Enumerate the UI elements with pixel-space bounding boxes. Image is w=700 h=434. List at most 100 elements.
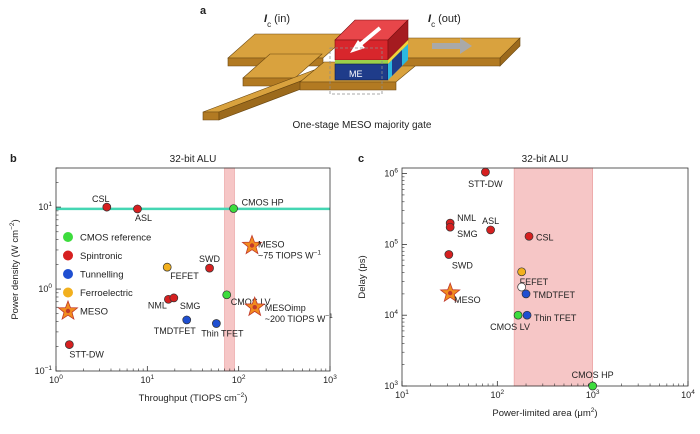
point-cmos-hp xyxy=(229,204,238,213)
legend-marker-spintronic xyxy=(63,250,73,261)
x-tick-label: 103 xyxy=(323,374,337,385)
point-tmdtfet xyxy=(521,289,531,299)
point-label-tmdtfet: TMDTFET xyxy=(154,326,196,336)
star-center-mesoimp xyxy=(252,305,257,310)
x-tick-label: 102 xyxy=(491,389,505,400)
point-unlabeled xyxy=(517,282,527,292)
highlight-band xyxy=(224,167,235,372)
panel-a-caption: One-stage MESO majority gate xyxy=(293,120,432,131)
panel-a: a xyxy=(200,5,521,131)
point-label-asl: ASL xyxy=(482,216,499,226)
point-csl xyxy=(102,202,112,212)
point-cmos-lv xyxy=(222,290,232,300)
x-tick-label: 102 xyxy=(232,374,246,385)
legend-label-spintronic: Spintronic xyxy=(80,251,122,262)
y-tick-label: 105 xyxy=(384,238,398,249)
y-tick-label: 100 xyxy=(38,283,52,294)
y-tick-label: 104 xyxy=(384,309,398,320)
x-tick-label: 104 xyxy=(681,389,695,400)
x-tick-label: 101 xyxy=(141,374,155,385)
point-fefet xyxy=(162,262,172,272)
ic-in-label: Ic (in) xyxy=(264,13,290,29)
point-label-fefet: FEFET xyxy=(170,271,199,281)
point-label-thin-tfet: Thin TFET xyxy=(201,328,244,338)
plot-frame xyxy=(55,167,331,372)
point-stt-dw xyxy=(64,340,74,349)
chart-title: 32-bit ALU xyxy=(522,154,569,165)
point-label-swd: SWD xyxy=(199,254,220,264)
legend-marker-cmos-reference xyxy=(63,232,73,242)
point-label-stt-dw: STT-DW xyxy=(468,179,503,189)
plot-frame xyxy=(401,167,689,387)
chart-title: 32-bit ALU xyxy=(170,154,217,165)
panel-c-label: c xyxy=(358,153,364,165)
x-axis-label: Throughput (TIOPS cm−2) xyxy=(139,392,248,404)
panel-b-label: b xyxy=(10,153,17,165)
point-smg xyxy=(169,293,179,303)
zoom-box xyxy=(329,47,383,95)
legend-label-tunnelling: Tunnelling xyxy=(80,270,123,281)
point-fefet xyxy=(517,267,527,277)
legend-label-cmos-reference: CMOS reference xyxy=(80,233,151,244)
y-axis-label: Power density (W cm−2) xyxy=(9,219,21,319)
me-label: ME xyxy=(349,69,363,79)
point-cmos-hp xyxy=(588,381,598,391)
point-stt-dw xyxy=(481,167,490,177)
legend-marker-ferroelectric xyxy=(63,287,73,298)
point-label-cmos-hp: CMOS HP xyxy=(242,198,284,208)
point-thin-tfet xyxy=(522,310,532,320)
x-tick-label: 101 xyxy=(395,389,409,400)
x-tick-label: 103 xyxy=(586,389,600,400)
legend-b: CMOS referenceSpintronicTunnellingFerroe… xyxy=(57,232,151,321)
point-swd xyxy=(444,250,454,259)
point-label-cmos-lv: CMOS LV xyxy=(490,322,530,332)
point-label-swd: SWD xyxy=(452,261,473,271)
point-label-nml: NML xyxy=(457,213,476,223)
wire-output xyxy=(379,37,521,67)
highlight-band xyxy=(513,167,593,387)
point-csl xyxy=(524,231,534,241)
point-asl xyxy=(486,225,495,235)
legend-label-ferroelectric: Ferroelectric xyxy=(80,288,133,299)
point-label-smg: SMG xyxy=(180,301,201,311)
y-tick-label: 106 xyxy=(384,168,398,179)
point-label-asl: ASL xyxy=(135,213,152,223)
x-axis-label: Power-limited area (μm2) xyxy=(492,407,597,419)
x-tick-label: 100 xyxy=(49,374,63,385)
ic-out-label: Ic (out) xyxy=(428,13,461,29)
point-label-cmos-lv: CMOS LV xyxy=(231,297,271,307)
chart-c: c 32-bit ALU 101 102 103 104 103 104 105 106Power… xyxy=(357,153,695,419)
y-tick-label: 101 xyxy=(38,201,52,212)
point-label-tmdtfet: TMDTFET xyxy=(533,290,575,300)
y-tick-label: 10−1 xyxy=(35,365,53,376)
point-cmos-lv xyxy=(513,310,523,320)
star-label-meso: MESO~75 TIOPS W−1 xyxy=(258,239,321,260)
point-label-csl: CSL xyxy=(92,194,110,204)
point-label-fefet: FEFET xyxy=(520,277,549,287)
star-label-mesoimp: MESOimp~200 TIOPS W−1 xyxy=(265,303,333,324)
output-current-arrow xyxy=(432,38,472,54)
y-axis-label: Delay (ps) xyxy=(357,255,368,298)
point-label-cmos-hp: CMOS HP xyxy=(572,370,614,380)
star-label-meso: MESO xyxy=(454,295,481,305)
point-tmdtfet xyxy=(182,315,192,325)
point-asl xyxy=(133,204,142,214)
legend-label-meso: MESO xyxy=(80,307,108,318)
y-tick-label: 103 xyxy=(384,380,398,391)
point-smg xyxy=(445,222,455,232)
point-swd xyxy=(205,263,214,273)
input-current-arrow xyxy=(350,26,382,53)
point-label-thin-tfet: Thin TFET xyxy=(534,313,577,323)
meso-magnet-stack: ME xyxy=(334,19,409,81)
point-label-stt-dw: STT-DW xyxy=(69,350,104,360)
star-center-meso xyxy=(447,290,453,296)
star-center-meso xyxy=(249,243,255,248)
point-thin-tfet xyxy=(212,319,221,328)
point-label-smg: SMG xyxy=(457,229,478,239)
legend-star-center xyxy=(65,308,71,314)
point-label-nml: NML xyxy=(148,300,167,310)
legend-marker-tunnelling xyxy=(63,269,73,279)
panel-a-label: a xyxy=(200,5,207,17)
